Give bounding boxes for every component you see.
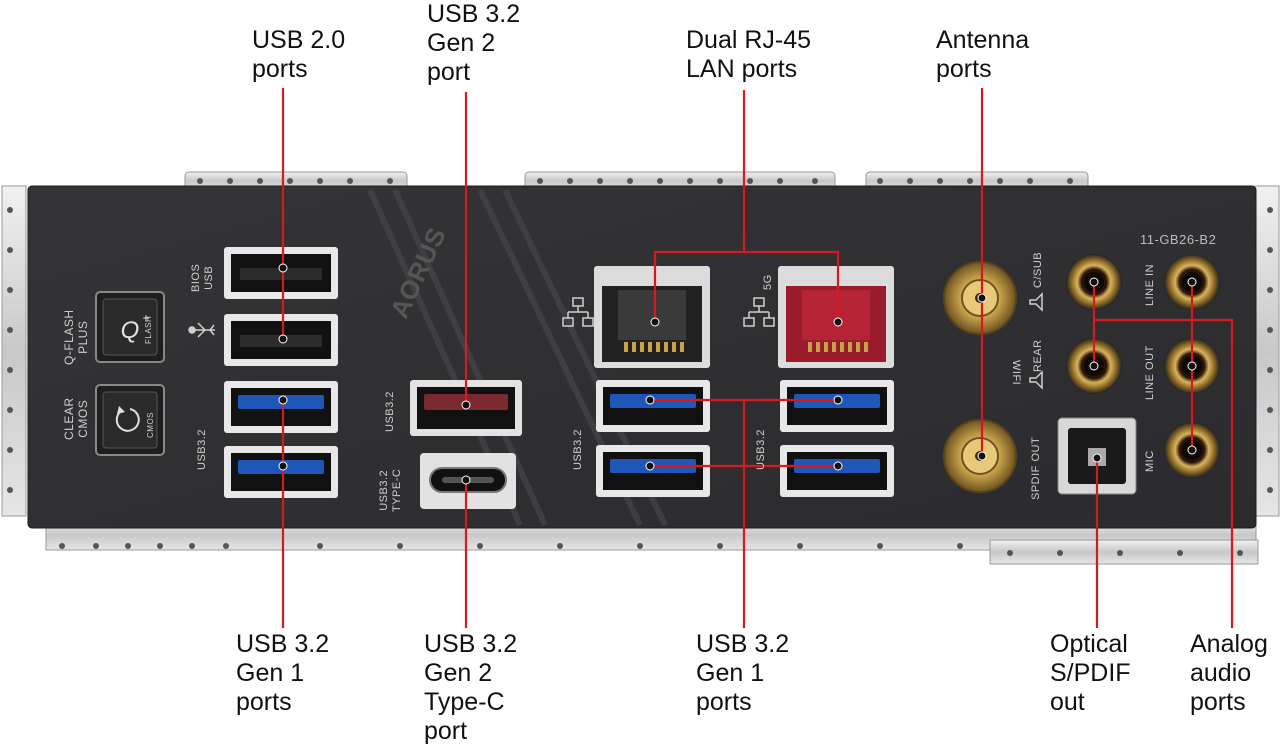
spdif-out-label: SPDIF OUT bbox=[1030, 436, 1042, 500]
usb32-typec-label: USB3.2 TYPE-C bbox=[378, 468, 403, 512]
callout-antenna: Antenna ports bbox=[936, 26, 1030, 83]
usb-icon bbox=[188, 322, 215, 338]
line-out-label: LINE OUT bbox=[1144, 345, 1156, 400]
wifi-label: WIFI bbox=[1010, 360, 1022, 386]
rear-label: REAR bbox=[1032, 339, 1044, 372]
usb32-label-gen2: USB3.2 bbox=[384, 391, 396, 432]
model-number: 11-GB26-B2 bbox=[1140, 232, 1217, 247]
clear-cmos-button bbox=[95, 384, 165, 456]
clear-cmos-label: CLEAR CMOS bbox=[62, 397, 90, 440]
callout-usb20: USB 2.0 ports bbox=[252, 26, 346, 83]
leader-lines bbox=[281, 88, 1234, 628]
callout-usb32-gen2-typec: USB 3.2 Gen 2 Type-C port bbox=[424, 630, 518, 745]
leader-dots bbox=[278, 263, 1197, 485]
flash-label: FLASH bbox=[144, 315, 153, 344]
usb32-label-left: USB3.2 bbox=[196, 429, 208, 470]
usb32-gen1-mid-3 bbox=[596, 445, 710, 497]
qflash-plus-label: Q-FLASH PLUS bbox=[62, 309, 90, 365]
cmos-label: CMOS bbox=[146, 412, 155, 438]
c-sub-label: C/SUB bbox=[1032, 251, 1044, 288]
callout-usb32-gen1-left: USB 3.2 Gen 1 ports bbox=[236, 630, 330, 716]
callout-usb32-gen2: USB 3.2 Gen 2 port bbox=[427, 0, 521, 86]
callout-analog-audio: Analog audio ports bbox=[1190, 630, 1268, 716]
line-in-label: LINE IN bbox=[1144, 263, 1156, 306]
usb32-gen1-mid-2 bbox=[780, 380, 894, 432]
usb32-gen1-mid-4 bbox=[780, 445, 894, 497]
network-icon bbox=[562, 297, 775, 327]
usb32-gen1-left-bottom bbox=[224, 446, 338, 498]
frame-rivets bbox=[7, 178, 1273, 556]
usb20-port-top bbox=[224, 247, 338, 299]
svg-text:+: + bbox=[142, 311, 149, 325]
qflash-button: Q + bbox=[95, 291, 165, 363]
svg-text:Q: Q bbox=[121, 317, 140, 344]
usb32-label-mid-right: USB3.2 bbox=[755, 429, 767, 470]
bios-usb-label: BIOS USB bbox=[190, 263, 215, 292]
speaker-icon bbox=[1029, 292, 1043, 390]
callout-dual-rj45: Dual RJ-45 LAN ports bbox=[686, 26, 812, 83]
lan-port-1 bbox=[594, 266, 710, 368]
shield-frame bbox=[1, 171, 1280, 565]
usb32-gen1-left-top bbox=[224, 381, 338, 433]
lan-port-2 bbox=[778, 266, 894, 368]
callout-usb32-gen1-right: USB 3.2 Gen 1 ports bbox=[696, 630, 790, 716]
mic-label: MIC bbox=[1144, 450, 1156, 472]
usb32-gen1-mid-1 bbox=[596, 380, 710, 432]
lan-5g-label: 5G bbox=[762, 274, 774, 290]
callout-optical-spdif: Optical S/PDIF out bbox=[1050, 630, 1131, 716]
usb32-label-mid-left: USB3.2 bbox=[572, 429, 584, 470]
